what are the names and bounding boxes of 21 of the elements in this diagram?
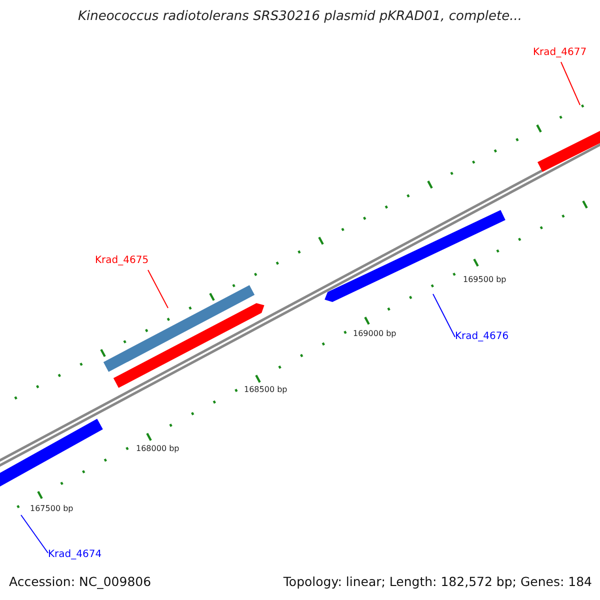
scale-label: 169500 bp — [463, 276, 506, 284]
gene-bar — [0, 418, 103, 488]
leader-line — [148, 270, 168, 308]
gene-label: Krad_4677 — [533, 48, 587, 58]
scale-label: 168500 bp — [244, 386, 288, 394]
scale-label: 168000 bp — [136, 445, 180, 453]
footer-text: Topology: linear; Length: 182,572 bp; Genes: 184 — [283, 576, 592, 588]
scale-label: 169000 bp — [353, 330, 396, 338]
scale-label: 167500 bp — [30, 505, 74, 513]
gene-label: Krad_4674 — [48, 550, 102, 560]
gene-bar — [103, 285, 255, 372]
leader-line — [560, 62, 580, 106]
gene-label: Krad_4675 — [95, 256, 149, 266]
footer-text: Accession: NC_009806 — [9, 576, 152, 588]
gene-bar — [538, 129, 600, 172]
title: Kineococcus radiotolerans SRS30216 plasmid pKRAD01, complete... — [76, 10, 524, 23]
gene-label: Krad_4676 — [455, 332, 509, 342]
gene-bar — [113, 303, 264, 388]
gene-bar — [324, 210, 506, 302]
leader-line — [20, 514, 48, 554]
leader-line — [432, 294, 456, 338]
